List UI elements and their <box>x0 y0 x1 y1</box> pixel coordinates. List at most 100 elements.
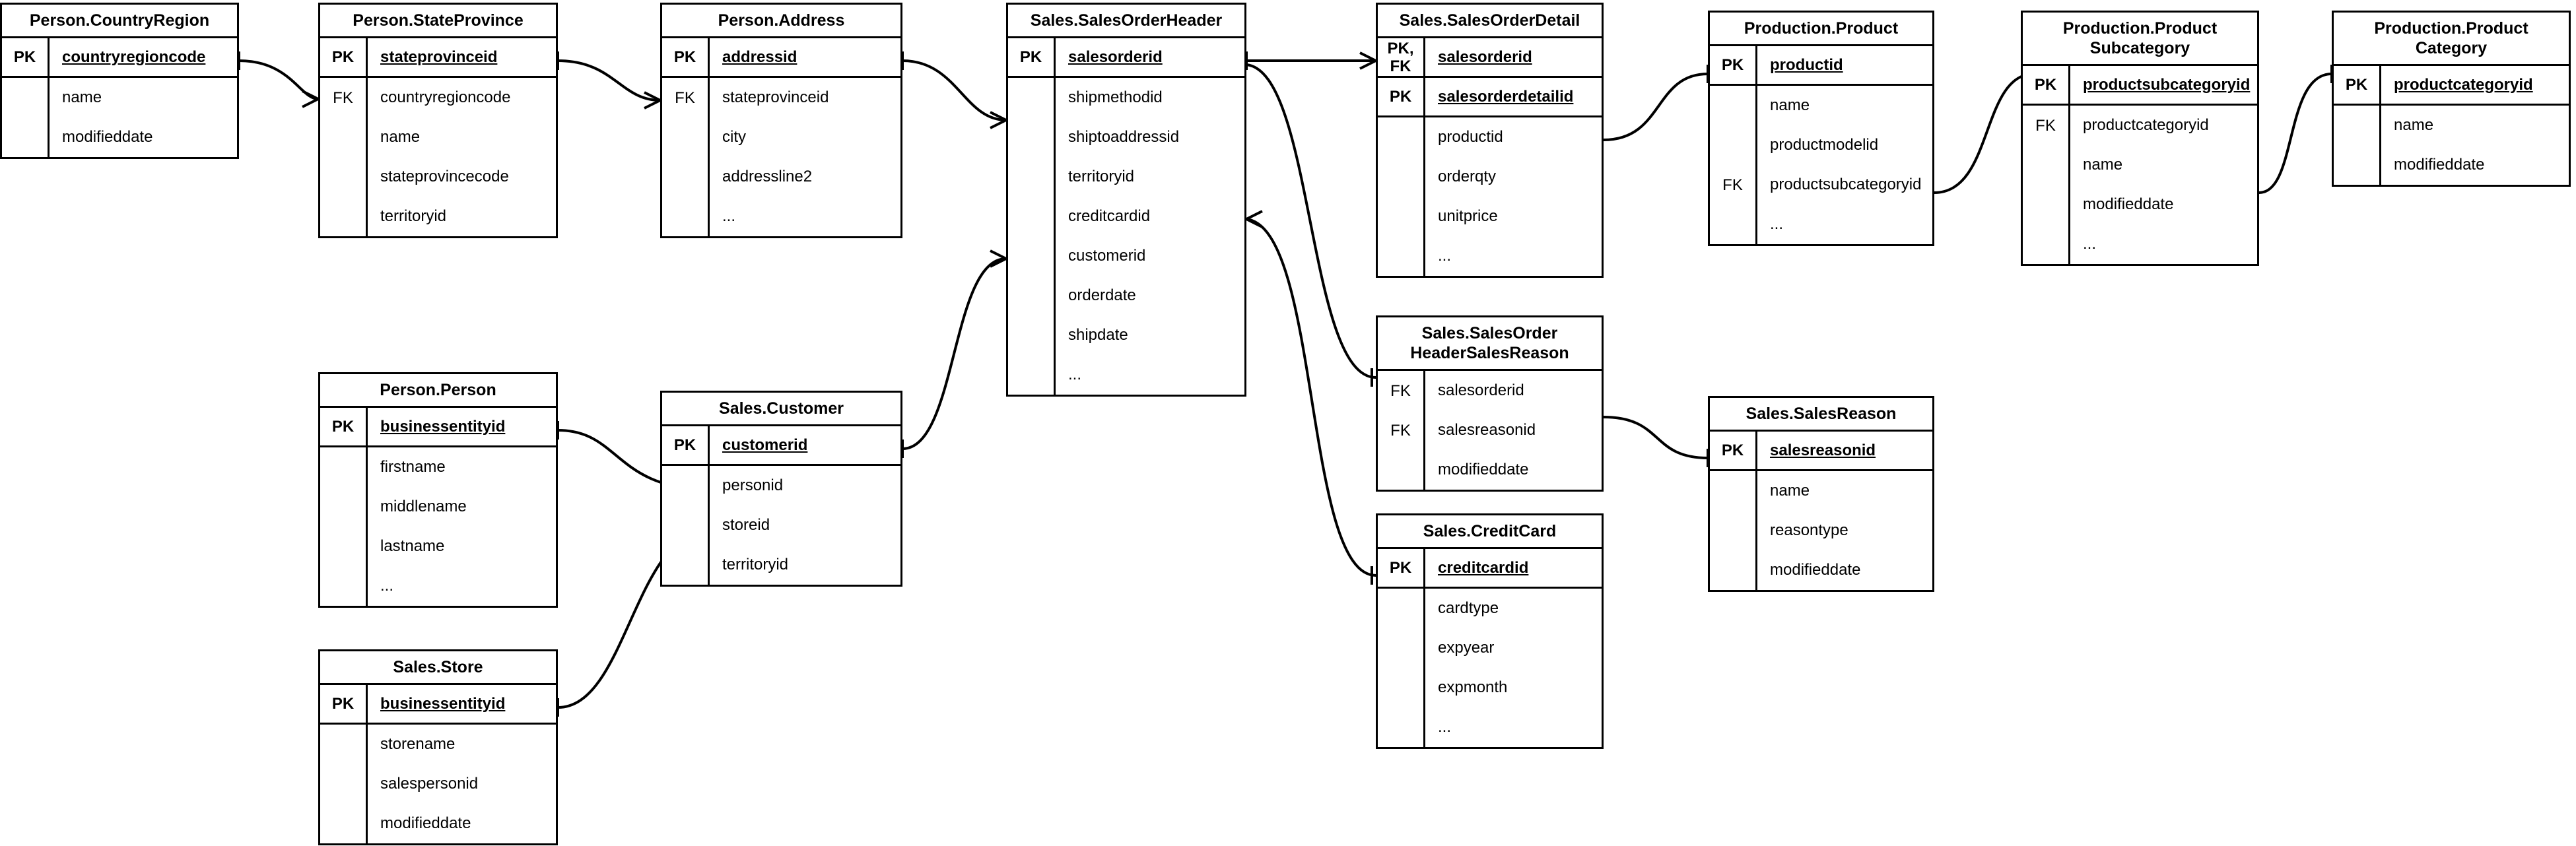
key-tag <box>320 157 368 197</box>
attr-row: firstname <box>320 447 556 487</box>
entity-sales-salesorderheadersalesreason[interactable]: Sales.SalesOrder HeaderSalesReason FK sa… <box>1376 315 1604 492</box>
rel-salesorderheader-salesreasonlink <box>1245 51 1376 387</box>
key-tag: PK <box>1378 78 1425 115</box>
key-tag <box>1710 86 1757 125</box>
attr-row: FK productcategoryid <box>2023 106 2257 145</box>
entity-sales-salesorderheader[interactable]: Sales.SalesOrderHeader PK salesorderid s… <box>1006 3 1246 397</box>
entity-title: Person.StateProvince <box>320 5 556 38</box>
key-tag <box>1008 197 1056 236</box>
attr-row: shipmethodid <box>1008 78 1244 117</box>
attr-name: ... <box>1770 215 1784 233</box>
entity-sales-salesorderdetail[interactable]: Sales.SalesOrderDetail PK, FK salesorder… <box>1376 3 1604 278</box>
entity-production-productsubcategory[interactable]: Production.Product Subcategory PK produc… <box>2021 11 2259 266</box>
attr-name: ... <box>1438 247 1452 265</box>
key-tag: FK <box>1378 410 1425 450</box>
attr-name: modifieddate <box>380 814 471 832</box>
entity-title: Production.Product Category <box>2334 13 2569 66</box>
key-tag <box>320 527 368 566</box>
attr-name: addressid <box>722 48 797 66</box>
attr-row: name <box>2 78 237 117</box>
rel-stateprovince-address <box>557 51 661 110</box>
attr-name: businessentityid <box>380 694 506 713</box>
attr-row: PK salesreasonid <box>1710 432 1932 471</box>
entity-person-person[interactable]: Person.Person PK businessentityid firstn… <box>318 372 558 608</box>
attr-row: ... <box>1710 205 1932 244</box>
attr-name: lastname <box>380 537 445 555</box>
entity-person-address[interactable]: Person.Address PK addressid FK stateprov… <box>660 3 902 238</box>
attr-row: PK creditcardid <box>1378 549 1602 589</box>
key-tag <box>320 804 368 843</box>
key-tag <box>662 505 710 545</box>
entity-title: Sales.SalesOrderHeader <box>1008 5 1244 38</box>
attr-row: addressline2 <box>662 157 900 197</box>
key-tag <box>1008 276 1056 315</box>
entity-sales-salesreason[interactable]: Sales.SalesReason PK salesreasonid name … <box>1708 396 1934 592</box>
attr-body: productid orderqty unitprice ... <box>1378 117 1602 276</box>
key-tag: PK <box>1008 38 1056 76</box>
key-tag <box>662 197 710 236</box>
entity-production-productcategory[interactable]: Production.Product Category PK productca… <box>2332 11 2571 187</box>
attr-name: stateprovincecode <box>380 168 509 185</box>
attr-name: territoryid <box>722 556 789 573</box>
entity-sales-store[interactable]: Sales.Store PK businessentityid storenam… <box>318 649 558 845</box>
attr-row: orderdate <box>1008 276 1244 315</box>
attr-row: creditcardid <box>1008 197 1244 236</box>
attr-name: reasontype <box>1770 521 1848 539</box>
attr-name: customerid <box>722 436 808 454</box>
attr-row: lastname <box>320 527 556 566</box>
attr-name: productid <box>1438 128 1503 146</box>
key-tag <box>662 466 710 505</box>
entity-title: Production.Product Subcategory <box>2023 13 2257 66</box>
key-tag <box>2023 185 2070 224</box>
attr-name: expyear <box>1438 639 1495 657</box>
entity-person-countryregion[interactable]: Person.CountryRegion PK countryregioncod… <box>0 3 239 159</box>
attr-name: shipmethodid <box>1068 88 1163 106</box>
attr-name: stateprovinceid <box>722 88 829 106</box>
attr-name: salesorderid <box>1438 48 1532 66</box>
key-tag <box>2334 145 2381 185</box>
key-tag <box>1710 511 1757 550</box>
attr-name: customerid <box>1068 247 1146 265</box>
key-tag <box>662 545 710 585</box>
attr-row: personid <box>662 466 900 505</box>
attr-row: storename <box>320 725 556 764</box>
entity-production-product[interactable]: Production.Product PK productid name pro… <box>1708 11 1934 246</box>
key-tag <box>1378 668 1425 707</box>
attr-row: PK productsubcategoryid <box>2023 66 2257 106</box>
key-tag: FK <box>2023 106 2070 145</box>
attr-row: city <box>662 117 900 157</box>
key-tag <box>1710 550 1757 590</box>
key-tag <box>320 725 368 764</box>
key-tag <box>1378 157 1425 197</box>
attr-row: PK, FK salesorderid <box>1378 38 1602 78</box>
entity-sales-customer[interactable]: Sales.Customer PK customerid personid st… <box>660 391 902 587</box>
key-tag: PK <box>662 426 710 464</box>
attr-row: PK productid <box>1710 46 1932 86</box>
attr-body: FK productcategoryid name modifieddate .… <box>2023 106 2257 264</box>
key-tag <box>1008 78 1056 117</box>
attr-row: PK businessentityid <box>320 408 556 447</box>
entity-sales-creditcard[interactable]: Sales.CreditCard PK creditcardid cardtyp… <box>1376 513 1604 749</box>
key-tag <box>1378 707 1425 747</box>
key-tag <box>320 447 368 487</box>
attr-row: FK productsubcategoryid <box>1710 165 1932 205</box>
attr-name: orderdate <box>1068 286 1136 304</box>
attr-row: PK salesorderdetailid <box>1378 78 1602 117</box>
key-tag: FK <box>1378 371 1425 410</box>
attr-name: productcategoryid <box>2083 116 2209 134</box>
key-tag: PK <box>320 38 368 76</box>
attr-name: ... <box>380 577 394 595</box>
attr-body: shipmethodid shiptoaddressid territoryid… <box>1008 78 1244 395</box>
attr-row: unitprice <box>1378 197 1602 236</box>
key-tag <box>1378 236 1425 276</box>
entity-title: Sales.CreditCard <box>1378 515 1602 549</box>
attr-name: countryregioncode <box>62 48 206 66</box>
key-tag <box>2 78 50 117</box>
attr-row: shiptoaddressid <box>1008 117 1244 157</box>
entity-person-stateprovince[interactable]: Person.StateProvince PK stateprovinceid … <box>318 3 558 238</box>
attr-name: expmonth <box>1438 678 1508 696</box>
attr-name: orderqty <box>1438 168 1497 185</box>
attr-name: addressline2 <box>722 168 813 185</box>
attr-name: salesorderid <box>1068 48 1163 66</box>
attr-row: modifieddate <box>2334 145 2569 185</box>
